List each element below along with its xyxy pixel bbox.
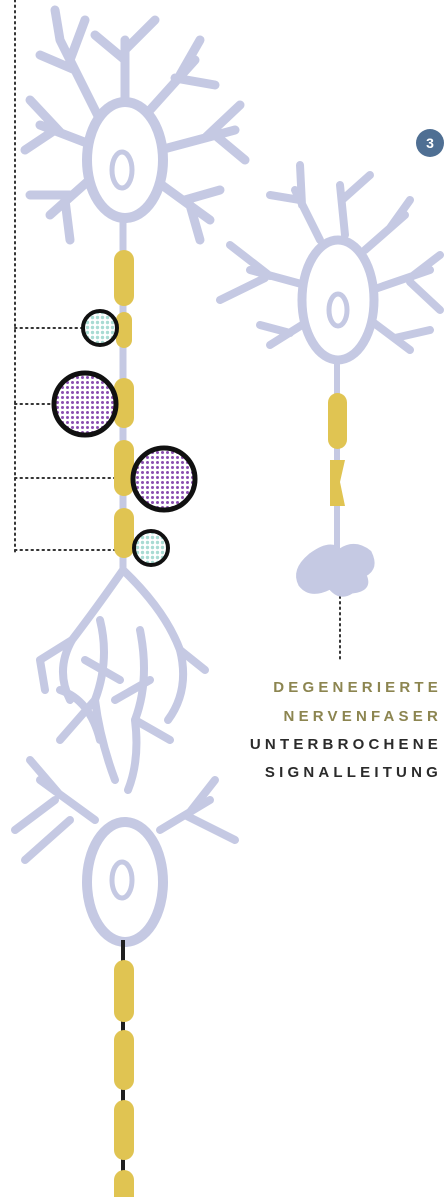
step-badge-number: 3 [426,135,434,151]
label-degenerierte: DEGENERIERTE [273,675,442,700]
degenerated-terminal [298,545,374,595]
label-nervenfaser: NERVENFASER [284,704,442,729]
label-signalleitung: SIGNALLEITUNG [265,760,442,785]
terminal-branches [15,570,235,860]
neuron-top-soma [87,102,163,218]
immune-cell-small-2 [134,531,168,565]
immune-cell-large-2 [133,448,195,510]
immune-cell-large-1 [54,373,116,435]
label-unterbrochene: UNTERBROCHENE [250,732,442,757]
neuron-right-soma [302,240,374,360]
immune-cell-small-1 [83,311,117,345]
neuron-bottom-soma [87,822,163,942]
